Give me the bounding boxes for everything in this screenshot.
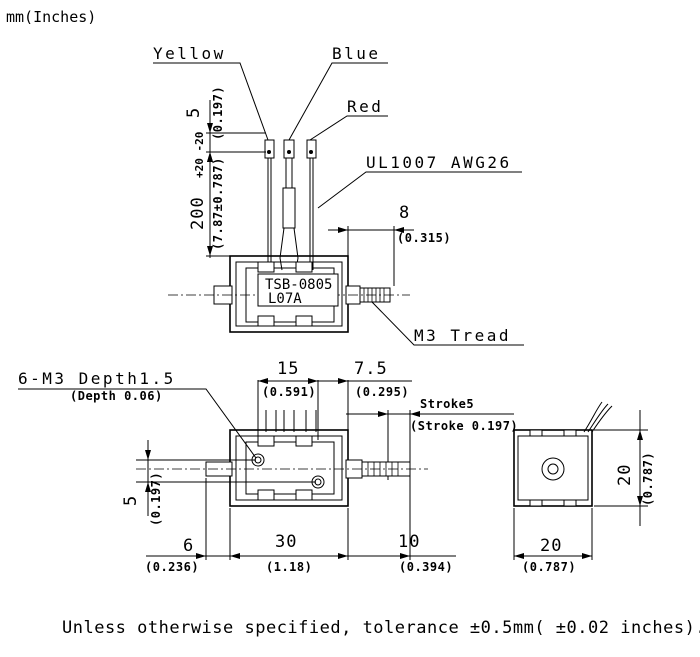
dim-end-width-in: (0.787) — [522, 560, 576, 574]
tapped-holes-label: 6-M3 Depth1.5 — [18, 369, 176, 388]
tapped-holes-in: (Depth 0.06) — [70, 389, 163, 403]
wire-spec-label: UL1007 AWG26 — [366, 153, 512, 172]
wire-label-yellow: Yellow — [153, 44, 226, 63]
dim-right-in: (0.394) — [399, 560, 453, 574]
dim-side-height-in: (0.197) — [149, 472, 163, 526]
wire-label-blue: Blue — [332, 44, 381, 63]
dim-left-in: (0.236) — [145, 560, 199, 574]
dim-lead: 200 — [188, 196, 208, 230]
thread-label: M3 Tread — [414, 326, 511, 345]
end-view: 20 (0.787) 20 (0.787) — [513, 401, 655, 574]
dim-end-height: 20 — [615, 464, 635, 486]
dim-hole-pitch: 15 — [277, 359, 299, 379]
dim-body-in: (1.18) — [266, 560, 312, 574]
dim-end-width: 20 — [540, 536, 562, 556]
dim-side-height: 5 — [121, 495, 141, 506]
tolerance-note: Unless otherwise specified, tolerance ±0… — [62, 618, 700, 638]
dim-right: 10 — [398, 532, 420, 552]
dim-lead-in: (7.87±0.787) — [211, 157, 225, 250]
wire-leads — [264, 139, 317, 271]
lot-code: L07A — [268, 291, 302, 307]
dim-shaft: 8 — [399, 203, 410, 223]
dim-strip: 5 — [184, 107, 204, 118]
dim-shaft-in: (0.315) — [397, 231, 451, 245]
top-view: Yellow Blue Red UL1007 AWG26 — [153, 44, 524, 346]
dim-hole-offset-in: (0.295) — [355, 385, 409, 399]
wire-label-red: Red — [347, 97, 383, 116]
dim-hole-pitch-in: (0.591) — [262, 385, 316, 399]
dim-hole-offset: 7.5 — [354, 359, 388, 379]
dim-end-height-in: (0.787) — [641, 452, 655, 506]
dim-lead-tol: +20 -20 — [193, 132, 206, 178]
part-number: TSB-0805 — [265, 277, 332, 293]
solenoid-top-body: TSB-0805 L07A — [168, 255, 410, 333]
dim-left: 6 — [183, 536, 194, 556]
stroke-in: (Stroke 0.197) — [410, 419, 518, 433]
dim-body: 30 — [275, 532, 297, 552]
dim-strip-in: (0.197) — [211, 86, 225, 140]
units-label: mm(Inches) — [6, 8, 96, 26]
stroke-label: Stroke5 — [420, 397, 474, 411]
side-view: 6-M3 Depth1.5 (Depth 0.06) 15 (0.591) 7.… — [18, 359, 518, 574]
